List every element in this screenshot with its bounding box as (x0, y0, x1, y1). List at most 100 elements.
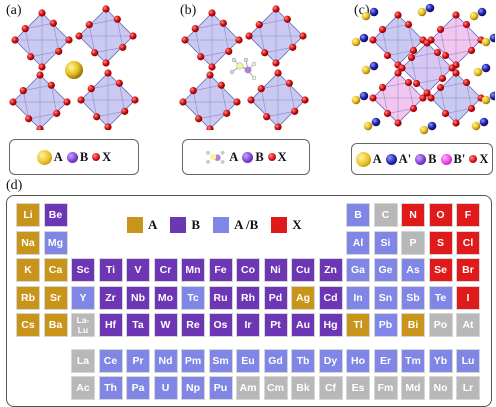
a-cation-6 (363, 121, 373, 131)
legend-symbol: A' (398, 151, 412, 166)
panel-d-label: (d) (6, 178, 23, 193)
legend-item-red: X (92, 150, 111, 165)
element-cell: I (456, 285, 480, 310)
legend-label: A /B (234, 217, 259, 232)
element-cell: Dy (318, 348, 343, 373)
element-cell: Pt (263, 313, 288, 337)
element-cell: Si (373, 230, 398, 255)
element-cell: Li (16, 203, 40, 227)
element-cell: La (71, 348, 95, 373)
element-cell: Es (346, 376, 370, 400)
a-cation-3 (469, 11, 479, 21)
element-cell: Ce (98, 348, 123, 373)
a-cation-4 (361, 65, 371, 75)
legend-item-magenta: B' (440, 151, 466, 167)
element-cell: Lr (456, 376, 480, 400)
element-cell: Pd (263, 285, 288, 310)
element-cell: Be (43, 203, 68, 227)
element-cell: Cl (456, 230, 480, 255)
element-cell: Fe (208, 258, 233, 282)
legend-item-red: X (267, 149, 287, 165)
element-cell: Mo (153, 285, 178, 310)
element-cell: Am (236, 376, 260, 400)
element-cell: Ca (43, 258, 68, 282)
element-cell: Ru (208, 285, 233, 310)
element-cell: Cs (16, 313, 40, 337)
a-cation-9 (351, 37, 361, 47)
legend-item-red: X (469, 152, 488, 167)
a-cation-10 (481, 37, 491, 47)
element-cell: Ti (98, 258, 123, 282)
legend-symbol: X (277, 149, 287, 164)
element-cell: Bk (291, 376, 315, 400)
color-swatch (213, 217, 230, 233)
a-cation-8 (471, 121, 481, 131)
element-cell: Cr (153, 258, 178, 282)
octahedron-1 (181, 9, 243, 71)
legend-a-site: A (127, 217, 157, 233)
element-cell: Bi (401, 313, 425, 337)
element-cell: Sr (43, 285, 68, 310)
red-atom-icon (267, 153, 276, 161)
element-cell: F (456, 203, 480, 227)
element-cell: Nd (153, 348, 178, 373)
element-cell: Ac (71, 376, 95, 400)
element-cell: Np (181, 376, 205, 400)
cluster-atom-icon (205, 150, 226, 164)
element-cell: Al (346, 230, 370, 255)
element-cell: B (346, 203, 370, 227)
element-cell: Mn (181, 258, 205, 282)
octahedron-4 (77, 69, 139, 130)
element-cell: Cu (291, 258, 315, 282)
legend-item-purple: B (242, 149, 264, 165)
element-cell: Eu (236, 348, 260, 373)
gold-atom-icon (355, 151, 371, 167)
legend-label: B (191, 217, 201, 232)
element-cell: Sb (401, 285, 425, 310)
element-cell: Ag (291, 285, 315, 310)
element-cell: Ta (126, 313, 150, 337)
a-site-cation (65, 61, 83, 79)
element-cell: N (401, 203, 425, 227)
element-cell: W (153, 313, 178, 337)
double-octahedron-5 (398, 39, 456, 97)
legend-symbol: X (479, 151, 489, 166)
element-cell: V (126, 258, 150, 282)
legend-symbol: X (102, 149, 112, 164)
element-cell: Nb (126, 285, 150, 310)
hybrid-perovskite-structure-b (179, 5, 309, 130)
element-cell: Pm (181, 348, 205, 373)
red-atom-icon (469, 155, 478, 163)
a-cation-2 (417, 7, 427, 17)
double-octahedron-3 (369, 69, 427, 127)
element-cell: C (373, 203, 398, 227)
a-prime-cation-2 (425, 3, 435, 13)
octahedron-2 (245, 5, 307, 67)
legend-ab-site: A /B (213, 217, 258, 233)
purple-atom-icon (66, 151, 78, 163)
legend-symbol: B (428, 151, 437, 166)
legend-label: X (292, 217, 302, 232)
element-cell: K (16, 258, 40, 282)
element-cell: P (401, 230, 425, 255)
legend-item-cluster: A (205, 150, 238, 165)
element-cell: Na (16, 230, 40, 255)
magenta-atom-icon (440, 153, 452, 165)
element-cell: Tl (346, 313, 370, 337)
a-cation-1 (361, 11, 371, 21)
purple-atom-icon (242, 151, 254, 163)
a-prime-cation-10 (489, 33, 495, 43)
element-cell: Md (401, 376, 425, 400)
element-cell: Sm (208, 348, 233, 373)
legend-symbol: B' (453, 151, 466, 166)
legend-symbol: B (79, 149, 89, 164)
legend-symbol: B (255, 149, 264, 164)
periodic-table-legend: A B A /B X (127, 217, 315, 233)
color-swatch (170, 217, 187, 233)
element-cell: Ho (346, 348, 370, 373)
legend-symbol: A (229, 149, 239, 164)
a-prime-cation-12 (489, 91, 495, 101)
octahedron-3 (9, 71, 71, 130)
